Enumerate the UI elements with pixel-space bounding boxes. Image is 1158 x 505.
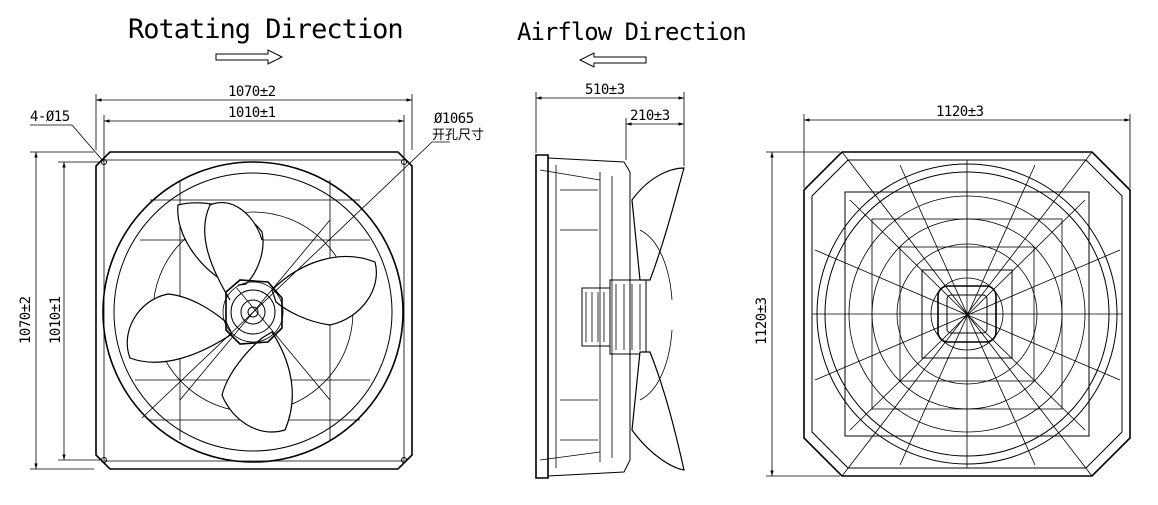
airflow-arrow-icon — [578, 52, 647, 68]
guard-motor — [930, 277, 1004, 351]
mount-hole — [101, 457, 107, 463]
dim-holes: 4-Ø15 — [30, 109, 70, 125]
shroud-ring-outer — [102, 161, 404, 463]
mount-hole — [101, 159, 107, 165]
guard-dimensions: 1120±3 1120±3 — [754, 104, 1131, 477]
dim-width-inner: 1010±1 — [228, 105, 276, 121]
dim-depth-partial: 210±3 — [630, 108, 670, 124]
side-dimensions: 510±3 210±3 — [535, 82, 685, 166]
dim-depth-total: 510±3 — [585, 82, 625, 98]
dim-width-outer: 1070±2 — [228, 84, 276, 100]
dim-guard-height: 1120±3 — [754, 297, 770, 345]
dim-opening-dia: Ø1065 — [434, 111, 474, 127]
fan-blades — [126, 202, 377, 433]
front-frame — [95, 151, 413, 470]
rotating-direction-title: Rotating Direction — [128, 14, 403, 45]
dim-opening-note: 开孔尺寸 — [432, 128, 484, 143]
dim-height-outer: 1070±2 — [18, 296, 34, 344]
front-view — [95, 141, 450, 470]
side-blades — [631, 167, 685, 471]
rotating-arrow-icon — [215, 49, 284, 65]
front-dimensions: 1070±2 1010±1 1070±2 1010±1 4-Ø15 Ø1065 … — [18, 84, 484, 470]
side-motor — [581, 279, 647, 355]
guard-view — [803, 151, 1131, 477]
mount-hole — [401, 159, 407, 165]
airflow-direction-title: Airflow Direction — [517, 18, 746, 46]
shroud-ring-inner — [113, 172, 393, 452]
side-housing — [535, 154, 549, 479]
motor-hub — [222, 279, 284, 345]
mount-hole — [401, 457, 407, 463]
side-view — [535, 154, 685, 479]
dim-height-inner: 1010±1 — [48, 296, 64, 344]
dim-guard-width: 1120±3 — [936, 104, 984, 120]
